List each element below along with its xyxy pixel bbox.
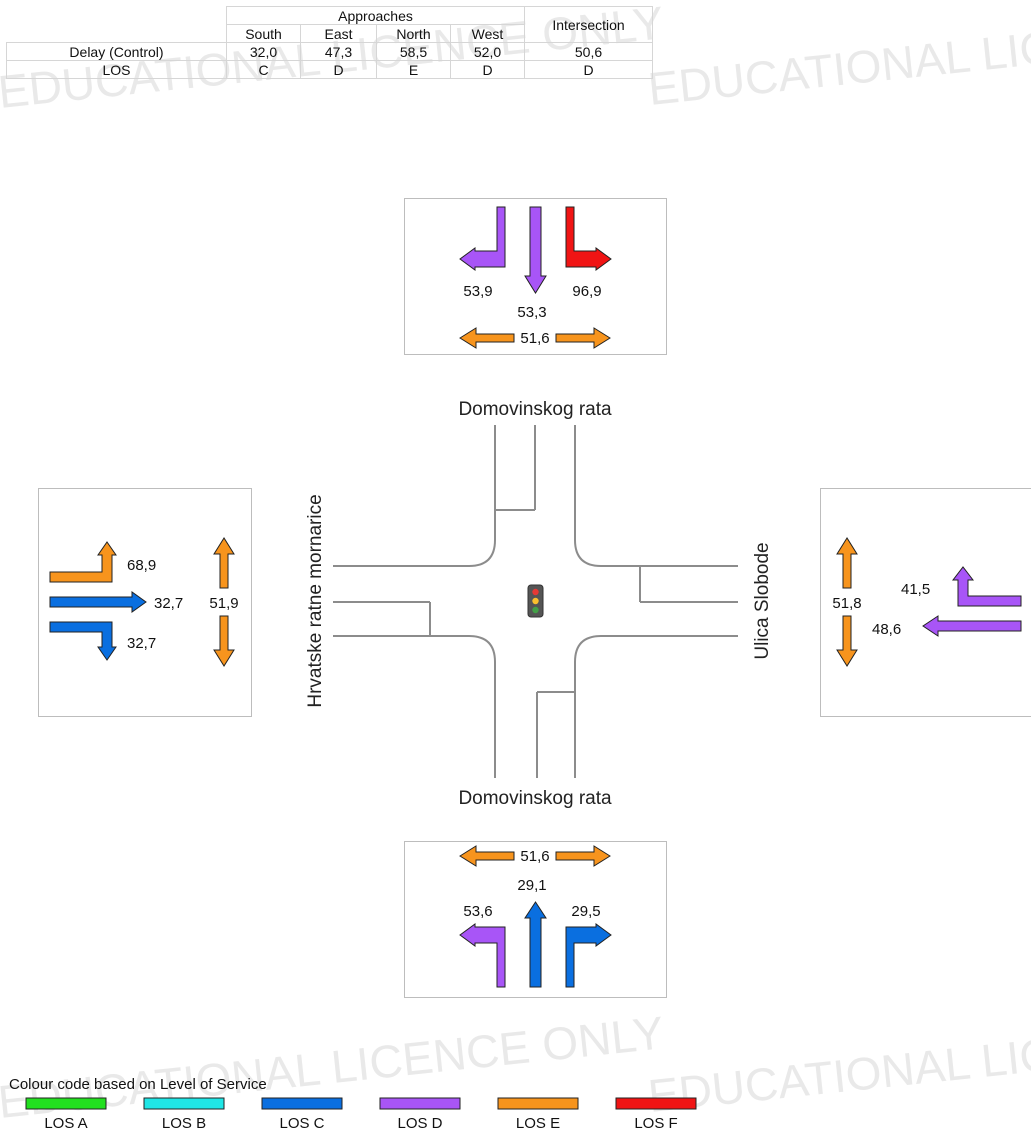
legend-label: LOS F: [634, 1115, 677, 1132]
legend-swatch: [497, 1097, 579, 1110]
west-through-arrow: [49, 591, 147, 613]
legend-label: LOS A: [44, 1115, 87, 1132]
west-left-delay: 68,9: [127, 557, 156, 574]
street-name-west: Hrvatske ratne mornarice: [305, 494, 326, 707]
legend-label: LOS B: [162, 1115, 206, 1132]
table-cell: C: [226, 60, 301, 79]
legend-title: Colour code based on Level of Service: [9, 1076, 267, 1093]
south-through-delay: 29,1: [517, 877, 546, 894]
legend: LOS A LOS B LOS C LOS D LOS E LOS F: [25, 1097, 697, 1132]
south-right-arrow: [565, 923, 612, 988]
table-row: LOS C D E D D: [6, 60, 653, 79]
east-through-delay: 48,6: [872, 621, 901, 638]
west-pedestrian-delay: 51,9: [209, 595, 238, 612]
legend-swatch: [615, 1097, 697, 1110]
table-cell: E: [376, 60, 451, 79]
east-pedestrian-arrow: [836, 537, 858, 667]
south-right-delay: 29,5: [571, 903, 600, 920]
row-label: LOS: [6, 60, 227, 79]
table-cell: D: [524, 60, 653, 79]
north-pedestrian-delay: 51,6: [520, 330, 549, 347]
south-through-arrow: [524, 901, 547, 988]
north-left-delay: 53,9: [463, 283, 492, 300]
legend-label: LOS C: [279, 1115, 324, 1132]
column-header-west: West: [450, 24, 525, 43]
approaches-header: Approaches: [226, 6, 525, 25]
table-cell: 50,6: [524, 42, 653, 61]
road-curb-sw: [333, 635, 496, 778]
east-through-arrow: [922, 615, 1022, 637]
road-curb-ne: [574, 425, 738, 567]
road-layout: [333, 425, 738, 778]
west-right-delay: 32,7: [127, 635, 156, 652]
south-left-arrow: [459, 923, 506, 988]
west-left-arrow: [49, 541, 117, 583]
legend-swatch: [25, 1097, 107, 1110]
traffic-light-icon: [527, 584, 544, 618]
column-header-south: South: [226, 24, 301, 43]
road-curb-se: [574, 635, 738, 778]
road-curb-nw: [333, 425, 496, 567]
north-through-arrow: [524, 206, 547, 294]
legend-swatch: [379, 1097, 461, 1110]
table-cell: D: [450, 60, 525, 79]
west-through-delay: 32,7: [154, 595, 183, 612]
intersection-header: Intersection: [524, 6, 653, 43]
street-name-south: Domovinskog rata: [458, 788, 612, 809]
legend-label: LOS E: [516, 1115, 560, 1132]
summary-table: Approaches Intersection South East North…: [6, 6, 653, 79]
west-pedestrian-arrow: [213, 537, 235, 667]
street-name-east: Ulica Slobode: [752, 542, 773, 659]
north-left-arrow: [459, 206, 506, 271]
north-pedestrian-arrow: [459, 327, 611, 349]
legend-label: LOS D: [397, 1115, 442, 1132]
north-through-delay: 53,3: [517, 304, 546, 321]
street-name-north: Domovinskog rata: [458, 399, 612, 420]
east-right-arrow: [951, 566, 1022, 607]
south-pedestrian-delay: 51,6: [520, 848, 549, 865]
south-left-delay: 53,6: [463, 903, 492, 920]
south-pedestrian-arrow: [459, 845, 611, 867]
east-right-delay: 41,5: [901, 581, 930, 598]
east-pedestrian-delay: 51,8: [832, 595, 861, 612]
west-right-arrow: [49, 621, 117, 661]
north-right-delay: 96,9: [572, 283, 601, 300]
north-right-arrow: [565, 206, 612, 271]
column-header-north: North: [376, 24, 451, 43]
legend-swatch: [261, 1097, 343, 1110]
legend-swatch: [143, 1097, 225, 1110]
